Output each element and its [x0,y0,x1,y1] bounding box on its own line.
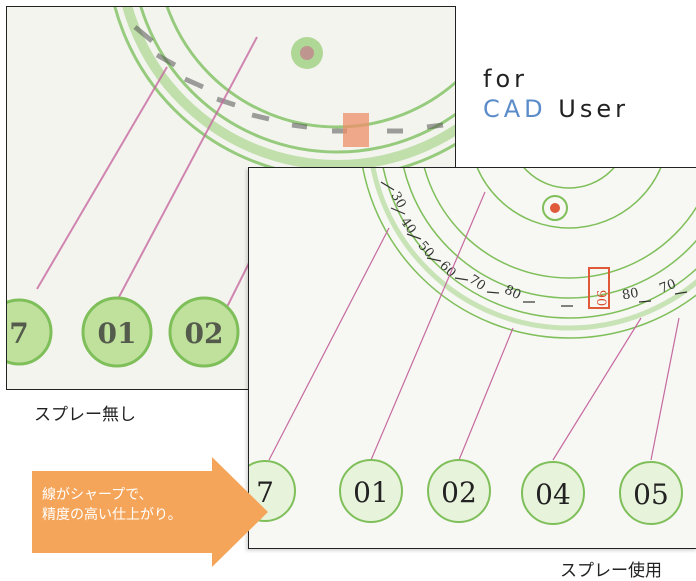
label-bubble [7,298,53,366]
callout-line-2: 精度の高い仕上がり。 [42,507,182,523]
label-02: 02 [441,476,477,509]
caption-without-spray: スプレー無し [34,405,136,425]
label-02: 02 [185,317,224,350]
cad-drawing-blurry: 7 01 02 [7,7,455,389]
label-bubble [339,459,403,523]
dial-label: 70 [657,277,678,297]
photo-with-spray: 30 40 50 60 70 80 90 80 70 [248,167,696,549]
heading-user: User [558,95,629,123]
heading-for: for [483,65,528,93]
caption-with-spray: スプレー使用 [560,561,662,581]
dial-label: 80 [502,283,523,304]
label-bubble [168,296,240,368]
cad-drawing-sharp: 30 40 50 60 70 80 90 80 70 [249,168,696,548]
label-05: 05 [633,478,669,511]
dial-label: 30 [387,189,408,211]
arrow-shape [32,457,268,567]
for-cad-user-heading: for CAD User [483,64,629,124]
label-04: 04 [535,478,571,511]
label-01: 01 [98,317,137,350]
dial-label-highlight: 90 [593,290,608,307]
callout-line-1: 線がシャープで、 [42,487,153,503]
label-bubble [521,461,585,525]
dial-label: 80 [621,286,640,304]
label-01: 01 [353,476,389,509]
label-bubble [81,296,153,368]
label-7: 7 [9,317,28,350]
callout-arrow: 線がシャープで、 精度の高い仕上がり。 [32,457,268,567]
label-bubble [427,459,491,523]
heading-cad: CAD [483,95,547,123]
label-bubble [619,461,683,525]
label-7: 7 [256,476,274,509]
